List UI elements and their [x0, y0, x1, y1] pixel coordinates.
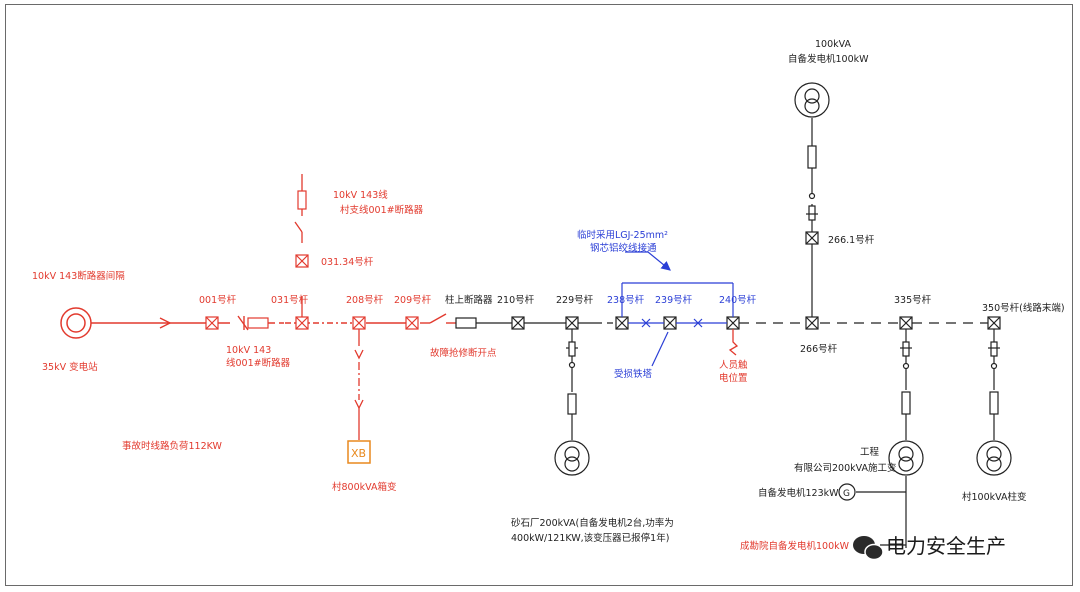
construction-label-2: 有限公司200kVA施工变 [794, 462, 897, 474]
fault-point-label: 故障抢修断开点 [430, 347, 497, 359]
quarry-transformer-icon [554, 440, 590, 476]
temp-line-label-2: 钢芯铝绞线接通 [590, 242, 657, 254]
generator-123-symbol: G [843, 489, 850, 499]
pole-266-symbol [805, 316, 819, 330]
pole-031-34-symbol [295, 254, 309, 268]
quarry-label-2: 400kW/121KW,该变压器已报停1年) [511, 532, 669, 544]
pole-239-symbol [663, 316, 677, 330]
branch-fuse-symbol [297, 190, 307, 210]
pole-001-symbol [205, 316, 219, 330]
electrocution-label-1: 人员触 [719, 359, 748, 371]
pole-239-label: 239号杆 [655, 294, 693, 306]
gen-top-label-1: 100kVA [815, 39, 852, 50]
substation-symbol [60, 307, 92, 339]
box-transformer-text: XB [351, 447, 366, 460]
substation-bottom-label: 35kV 变电站 [42, 361, 98, 373]
pole-210-symbol [511, 316, 525, 330]
pole-031-34-label: 031.34号杆 [321, 256, 374, 268]
pole-209-label: 209号杆 [394, 294, 432, 306]
construction-transformer-icon [888, 440, 924, 476]
box-transformer-symbol: XB [347, 440, 371, 464]
village-branch [988, 329, 1000, 440]
pole-240-symbol [726, 316, 740, 330]
pole-001-label: 001号杆 [199, 294, 237, 306]
construction-label-1: 工程 [860, 447, 880, 458]
branch-breaker-label-1: 10kV 143线 [333, 189, 388, 201]
pole-229-label: 229号杆 [556, 294, 594, 306]
pole-350-symbol [987, 316, 1001, 330]
pole-335-label: 335号杆 [894, 294, 932, 306]
generator-100-bottom-label: 成勘院自备发电机100kW [740, 540, 850, 552]
damaged-tower-label: 受损铁塔 [614, 368, 653, 380]
wechat-logo-icon [853, 536, 884, 561]
pole-238-label: 238号杆 [607, 294, 645, 306]
generator-branch-266 [806, 118, 818, 317]
temp-line-label-1: 临时采用LGJ-25mm² [577, 229, 668, 241]
pole-266-1-label: 266.1号杆 [828, 234, 875, 246]
generator-123-icon: G [838, 483, 856, 501]
pole-350-label: 350号杆(线路末端) [982, 302, 1065, 314]
pole-240-label: 240号杆 [719, 294, 757, 306]
main-breaker-label-2: 线001#断路器 [226, 357, 291, 369]
generator-123-label: 自备发电机123kW [758, 487, 839, 499]
branch-line-208 [354, 329, 364, 440]
pole-top-breaker-symbol [455, 317, 477, 329]
pole-031-label: 031号杆 [271, 294, 309, 306]
village-transformer-icon [976, 440, 1012, 476]
pole-top-breaker-label: 柱上断路器 [445, 294, 493, 306]
quarry-branch [566, 329, 578, 440]
pole-266-label: 266号杆 [800, 343, 838, 355]
village-transformer-label: 村100kVA柱变 [962, 491, 1027, 503]
pole-031-symbol [295, 316, 309, 330]
quarry-label-1: 砂石厂200kVA(自备发电机2台,功率为 [511, 517, 674, 529]
accident-load-label: 事故时线路负荷112KW [122, 440, 223, 452]
main-breaker-symbol [247, 317, 269, 329]
pole-208-label: 208号杆 [346, 294, 384, 306]
fault-main-line [91, 313, 456, 331]
pole-266-1-symbol [805, 231, 819, 245]
box-transformer-label: 村800kVA箱变 [332, 481, 397, 493]
branch-breaker-label-2: 村支线001#断路器 [340, 204, 424, 216]
main-breaker-label-1: 10kV 143 [226, 345, 271, 356]
pole-208-symbol [352, 316, 366, 330]
pole-209-symbol [405, 316, 419, 330]
watermark-text: 电力安全生产 [886, 534, 1006, 558]
electrocution-label-2: 电位置 [719, 372, 748, 384]
pole-229-symbol [565, 316, 579, 330]
pole-210-label: 210号杆 [497, 294, 535, 306]
substation-top-label: 10kV 143断路器间隔 [32, 270, 125, 282]
gen-top-label-2: 自备发电机100kW [788, 53, 869, 65]
top-transformer-icon [794, 82, 830, 118]
temporary-line [621, 251, 734, 367]
diagram-frame [5, 4, 1073, 586]
construction-branch [856, 329, 912, 548]
pole-335-symbol [899, 316, 913, 330]
electrocution-marker-icon [728, 329, 739, 356]
pole-238-symbol [615, 316, 629, 330]
